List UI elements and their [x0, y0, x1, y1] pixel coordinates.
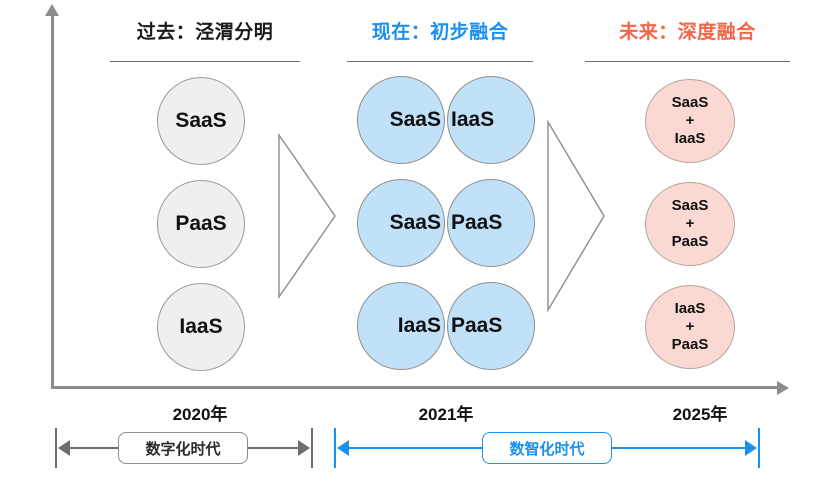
venn-lobe-left	[357, 76, 445, 164]
past-circle-iaas: IaaS	[157, 283, 245, 371]
transition-arrow-present-to-future-icon	[546, 120, 608, 312]
era-label-digitalization: 数字化时代	[118, 432, 248, 464]
venn-label-left: IaaS	[397, 314, 441, 337]
transition-arrow-past-to-present-icon	[277, 133, 339, 299]
year-label-2021: 2021年	[418, 405, 474, 424]
column-header-rule-past	[110, 61, 300, 62]
venn-lobe-left	[357, 282, 445, 370]
era-arrowhead-left-icon	[58, 440, 70, 456]
era-label-intelligent-digitalization: 数智化时代	[482, 432, 612, 464]
future-circle-plus-label: +	[685, 214, 695, 232]
venn-label-right: PaaS	[451, 211, 503, 234]
era-tick-right	[311, 428, 313, 468]
year-label-2020: 2020年	[172, 405, 228, 424]
venn-label-left: SaaS	[389, 108, 441, 131]
era-bar-digitalization: 数字化时代	[55, 428, 313, 468]
future-circle-iaas-paas: IaaS + PaaS	[645, 285, 735, 369]
venn-label-left: SaaS	[389, 211, 441, 234]
future-circle-bottom-label: PaaS	[671, 336, 709, 354]
venn-label-right: PaaS	[451, 314, 503, 337]
column-header-future: 未来：深度融合	[619, 22, 756, 43]
venn-label-right: IaaS	[451, 108, 495, 131]
column-header-present: 现在：初步融合	[371, 22, 509, 43]
column-header-rule-present	[347, 61, 533, 62]
horizontal-axis	[51, 386, 779, 389]
future-circle-top-label: SaaS	[671, 196, 709, 214]
venn-lobe-right	[447, 76, 535, 164]
column-header-rule-future	[585, 61, 790, 62]
venn-lobe-right	[447, 179, 535, 267]
future-circle-top-label: IaaS	[674, 299, 706, 317]
vertical-axis-arrowhead-icon	[45, 4, 59, 16]
past-circle-saas: SaaS	[157, 77, 245, 165]
present-venn-saas-paas: SaaS PaaS	[357, 179, 535, 269]
past-circle-paas: PaaS	[157, 180, 245, 268]
present-venn-saas-iaas: SaaS IaaS	[357, 76, 535, 166]
column-header-past: 过去：泾渭分明	[136, 22, 274, 43]
era-arrowhead-right-icon	[298, 440, 310, 456]
venn-lobe-left	[357, 179, 445, 267]
era-tick-left	[55, 428, 57, 468]
vertical-axis	[51, 14, 54, 389]
year-label-2025: 2025年	[672, 405, 728, 424]
venn-lobe-right	[447, 282, 535, 370]
horizontal-axis-arrowhead-icon	[777, 381, 789, 395]
present-venn-iaas-paas: IaaS PaaS	[357, 282, 535, 372]
future-circle-top-label: SaaS	[671, 93, 709, 111]
future-circle-saas-iaas: SaaS + IaaS	[645, 79, 735, 163]
era-tick-left	[334, 428, 336, 468]
era-bar-intelligent-digitalization: 数智化时代	[334, 428, 760, 468]
era-arrowhead-left-icon	[337, 440, 349, 456]
era-arrowhead-right-icon	[745, 440, 757, 456]
future-circle-bottom-label: IaaS	[674, 130, 706, 148]
era-tick-right	[758, 428, 760, 468]
future-circle-plus-label: +	[685, 317, 695, 335]
future-circle-saas-paas: SaaS + PaaS	[645, 182, 735, 266]
future-circle-plus-label: +	[685, 111, 695, 129]
future-circle-bottom-label: PaaS	[671, 233, 709, 251]
